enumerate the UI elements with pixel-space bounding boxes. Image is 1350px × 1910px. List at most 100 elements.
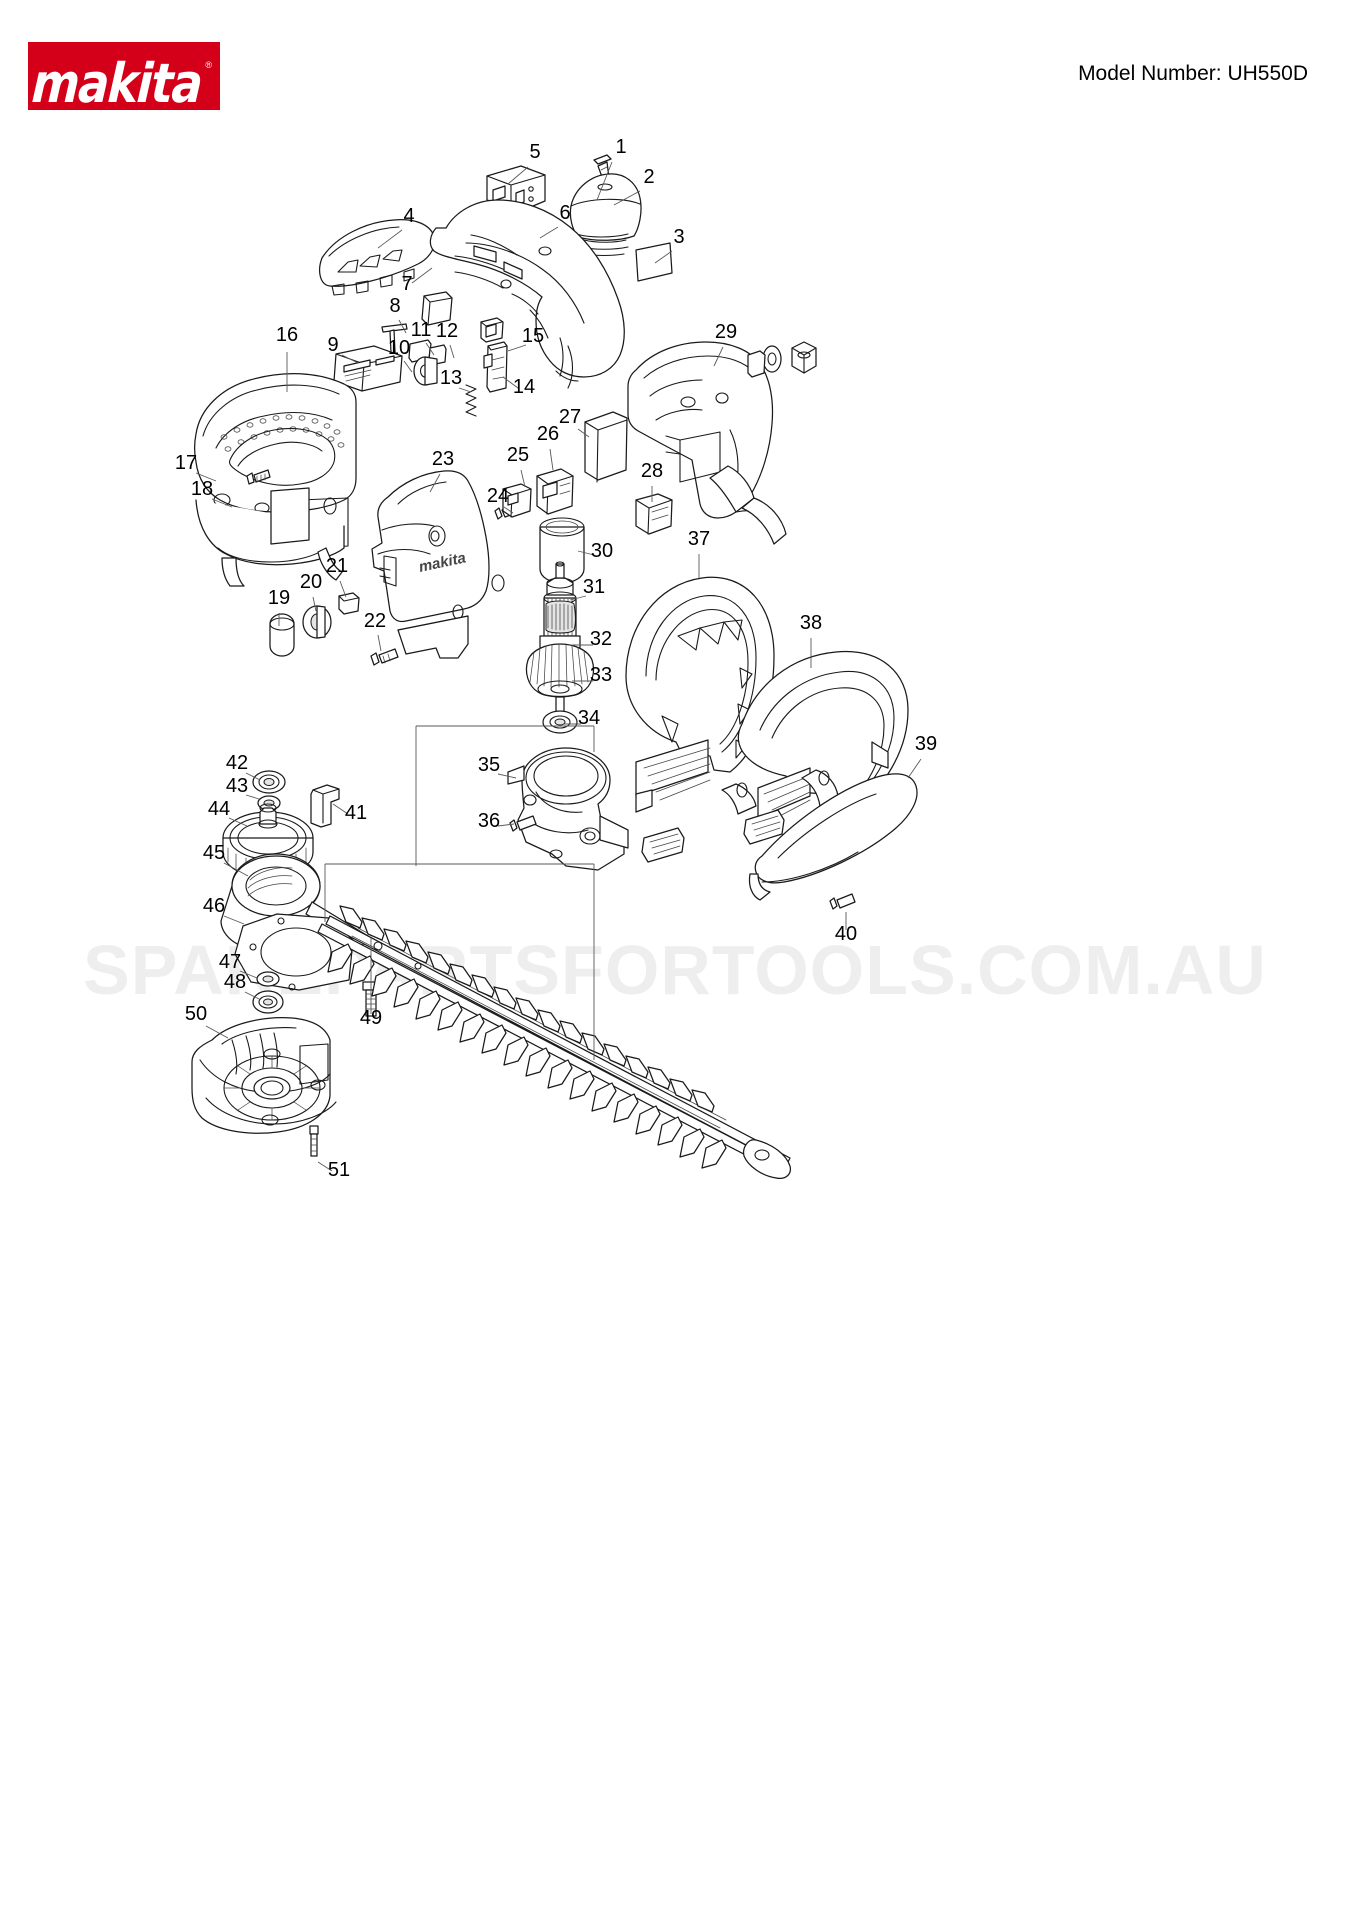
part-29-housing-right-rear [627,341,787,545]
part-41-clamp [310,784,340,828]
callout-leader-13 [458,387,472,393]
callout-number-30: 30 [591,540,613,562]
part-25-brush-holder [502,483,532,518]
callout-number-19: 19 [268,587,290,609]
part-7-trigger [421,291,453,326]
callout-number-44: 44 [208,798,230,820]
callout-leader-45 [223,862,249,877]
part-23-gear-case-cover: makita [371,470,505,659]
callout-leader-3 [654,250,673,264]
callout-number-51: 51 [328,1159,350,1181]
callout-number-47: 47 [219,951,241,973]
callout-number-39: 39 [915,733,937,755]
callout-leader-25 [520,469,526,488]
callout-number-26: 26 [537,423,559,445]
callout-number-16: 16 [276,324,298,346]
callout-number-27: 27 [559,406,581,428]
callout-leader-30 [577,550,595,556]
callout-number-24: 24 [487,485,509,507]
callout-number-32: 32 [590,628,612,650]
callout-number-23: 23 [432,448,454,470]
part-16-housing-left [193,373,357,587]
callout-number-37: 37 [688,528,710,550]
part-29b-seal [762,345,782,373]
callout-number-35: 35 [478,754,500,776]
part-29d-clip [747,350,766,378]
part-22-screw [370,648,399,666]
callout-number-36: 36 [478,810,500,832]
callout-number-48: 48 [224,971,246,993]
callout-number-28: 28 [641,460,663,482]
callout-number-33: 33 [590,664,612,686]
part-33-rotor-core [525,635,595,714]
callout-number-17: 17 [175,452,197,474]
registered-trademark-icon: ® [205,60,212,70]
part-18-nameplate [270,487,310,545]
callout-leader-39 [907,758,922,779]
callout-number-50: 50 [185,1003,207,1025]
part-36-screw [509,815,537,832]
callout-leader-46 [223,915,245,925]
part-42-bearing [252,770,286,794]
callout-leader-20 [312,596,317,612]
part-blade-assembly [317,725,792,1180]
part-48-bearing [252,990,284,1014]
callout-number-6: 6 [559,202,570,224]
callout-number-1: 1 [615,136,626,158]
callout-number-15: 15 [522,325,544,347]
part-30-sleeve [539,517,585,584]
part-34-bearing [542,710,578,734]
callout-number-18: 18 [191,478,213,500]
callout-leader-1 [596,161,613,201]
part-32-commutator [543,591,577,637]
part-31-armature-shaft [546,561,574,596]
callout-number-40: 40 [835,923,857,945]
callout-number-22: 22 [364,610,386,632]
callout-leader-15 [507,344,527,352]
callout-number-43: 43 [226,775,248,797]
callout-leader-22 [377,634,382,652]
callout-leader-7 [411,267,433,284]
callout-leader-44 [228,817,248,827]
part-28-connector [635,493,673,535]
part-50-blade-cover [191,1017,337,1134]
callout-leader-17 [195,472,217,482]
callout-leader-48 [244,991,260,1000]
callout-number-42: 42 [226,752,248,774]
part-26-brush [536,468,574,515]
callout-leader-9 [341,354,359,364]
part-13-spring [465,384,477,417]
callout-leader-43 [245,794,260,800]
callout-number-41: 41 [345,802,367,824]
model-number-label: Model Number: UH550D [1078,62,1308,85]
part-14-contact [483,341,508,393]
callout-number-25: 25 [507,444,529,466]
callout-number-11: 11 [411,319,432,341]
callout-leader-50 [205,1025,229,1039]
callout-number-45: 45 [203,842,225,864]
callout-leader-31 [569,595,587,601]
part-4-top-cover [319,219,436,296]
callout-number-10: 10 [388,337,410,359]
callout-leader-23 [429,473,441,493]
callout-leader-2 [613,190,641,206]
part-17-screw [246,469,271,485]
callout-number-20: 20 [300,571,322,593]
part-37-loop-handle [625,576,775,863]
callout-number-2: 2 [643,166,654,188]
callout-leader-8 [398,319,407,334]
callout-number-5: 5 [529,141,540,163]
callout-leader-51 [317,1161,333,1172]
callout-leader-4 [377,229,403,249]
callout-number-38: 38 [800,612,822,634]
callout-number-13: 13 [440,367,462,389]
callout-leader-21 [339,580,347,598]
part-9-switch-module [333,345,403,392]
part-20-bushing [302,605,332,639]
callout-leader-12 [449,344,455,359]
callout-leader-29 [713,346,724,367]
part-35-gear-housing [507,747,629,871]
callout-number-29: 29 [715,321,737,343]
